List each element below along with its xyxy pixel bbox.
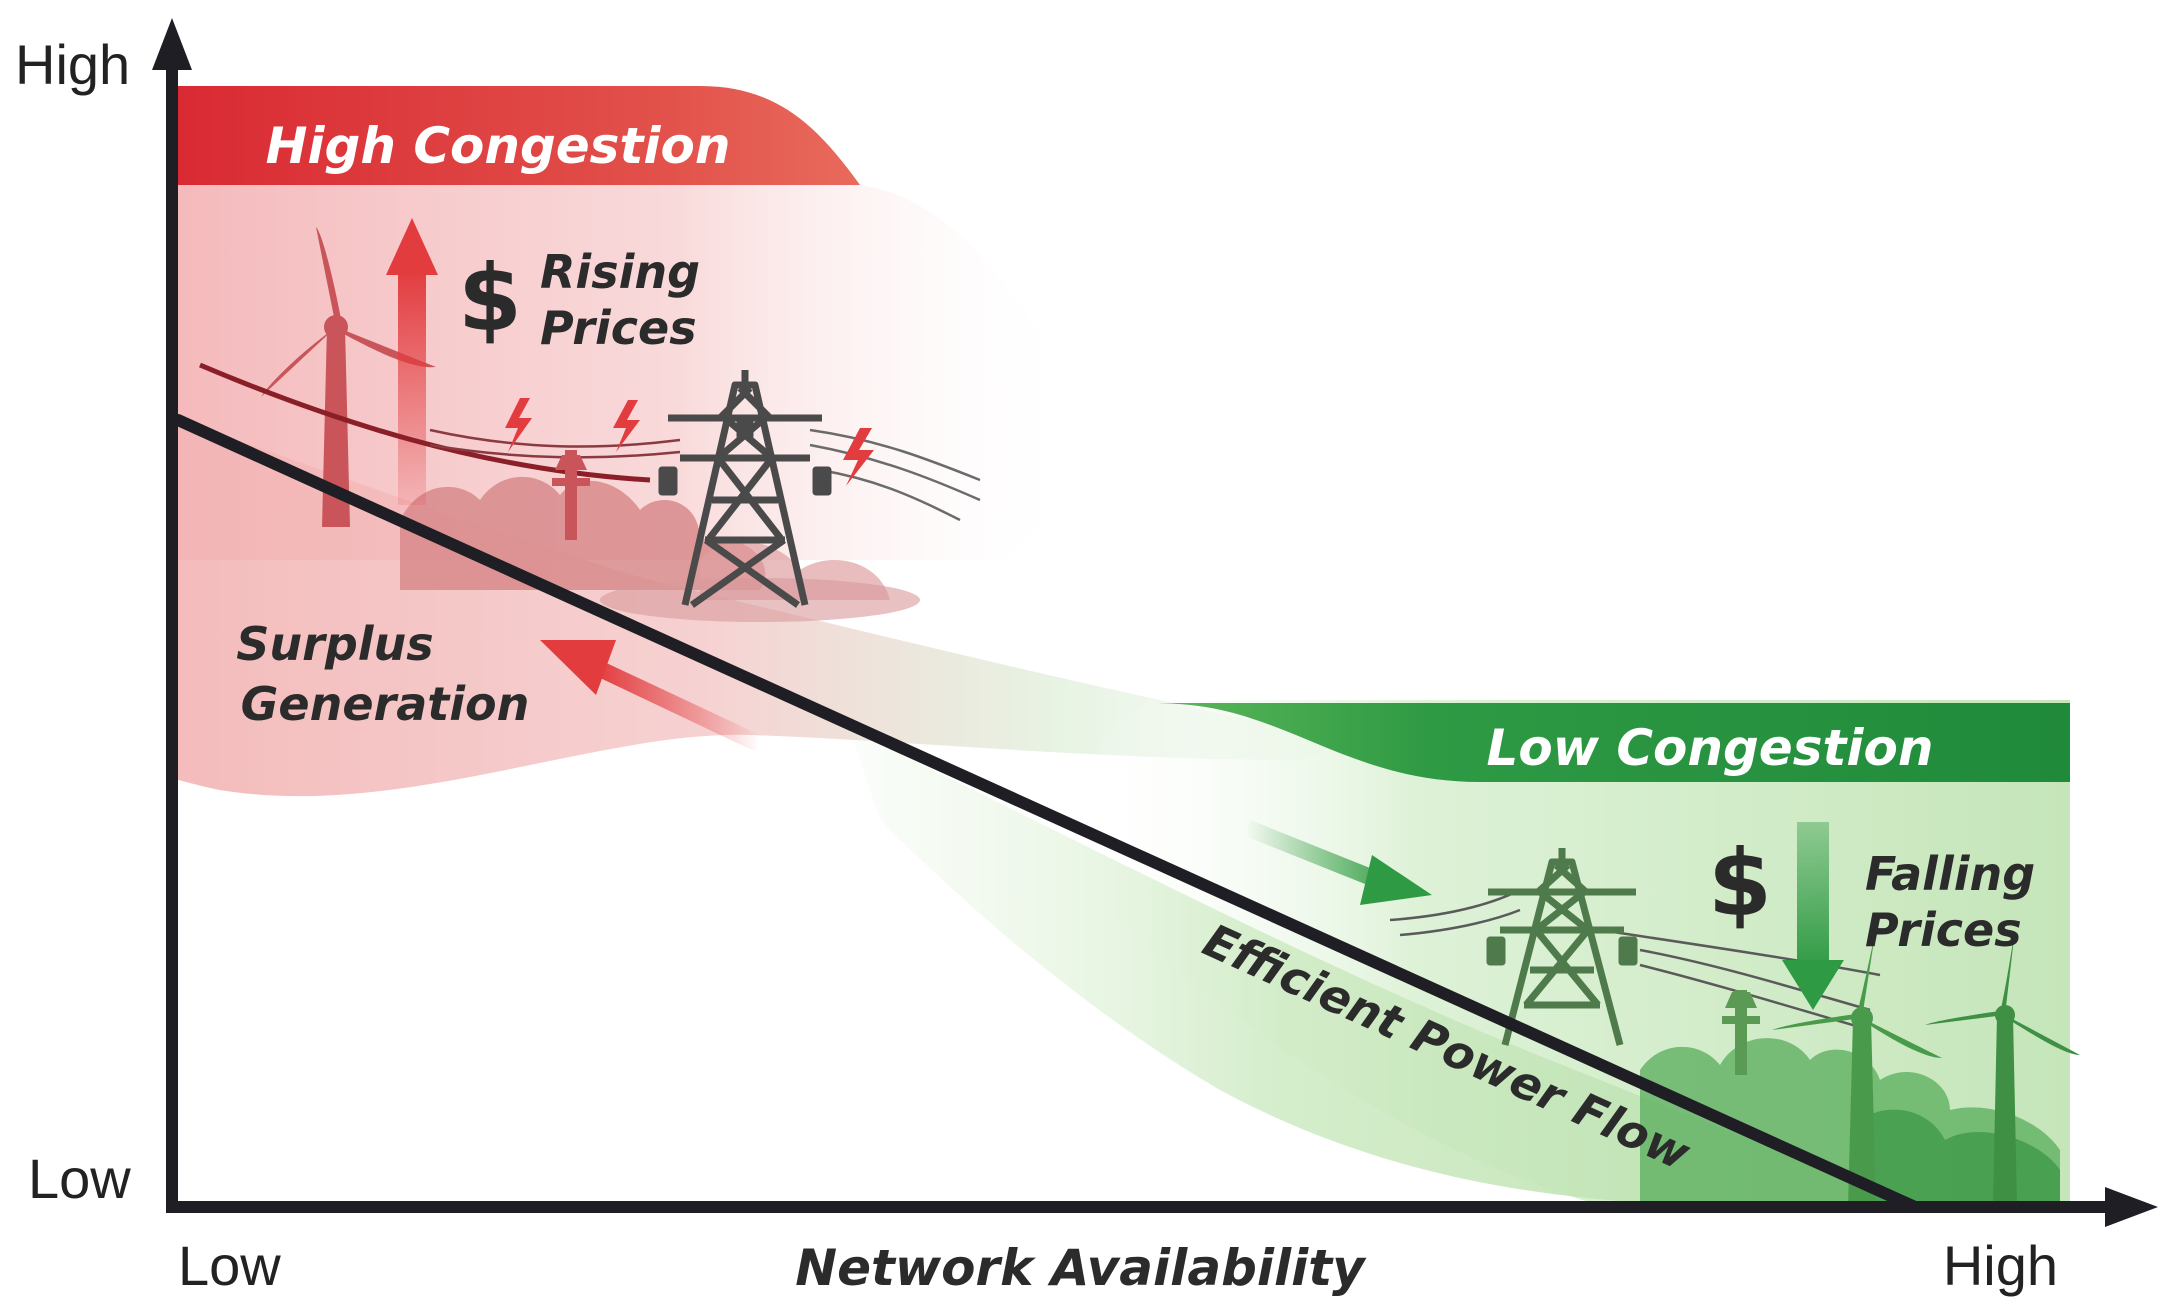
falling-dollar-sign: $ [1708,830,1772,937]
surplus-line1: Surplus [236,617,433,671]
flow-arrow-icon [540,640,760,752]
red-power-lines [199,362,981,522]
down-arrow-icon [1782,822,1844,1010]
price-trend-line [172,414,1921,1213]
high-congestion-band: High Congestion [178,86,860,185]
up-arrow-icon [386,218,438,505]
surplus-line2: Generation [241,677,530,731]
transmission-tower-icon [658,370,832,608]
x-axis-title: Network Availability [795,1239,1367,1297]
falling-prices-line1: Falling [1865,847,2035,901]
y-axis [152,18,192,1207]
transmission-tower-icon [1486,848,1638,1046]
rising-prices-line2: Prices [540,301,697,355]
efficient-flow-ribbon [850,730,1920,1205]
flow-arrow-icon [1245,820,1432,905]
y-axis-low-label: Low [28,1147,131,1210]
wind-turbine-icon [1925,930,2080,1205]
green-power-lines [1389,888,1881,1032]
lightning-bolt-icon [505,398,874,486]
rising-dollar-sign: $ [458,245,522,352]
small-pylon-icon [1722,990,1760,1075]
low-congestion-title: Low Congestion [1487,719,1934,777]
rising-prices-line1: Rising [540,245,700,299]
wind-turbine-icon [1772,928,1942,1208]
y-axis-high-label: High [15,33,130,96]
wind-turbine-icon [261,227,436,527]
x-axis-low-label: Low [178,1234,281,1297]
falling-prices-line2: Prices [1865,903,2022,957]
x-axis-high-label: High [1943,1234,2058,1297]
small-pylon-icon [552,450,590,540]
high-congestion-title: High Congestion [266,117,731,175]
low-congestion-band: Low Congestion [1150,703,2070,782]
x-axis [166,1187,2158,1227]
